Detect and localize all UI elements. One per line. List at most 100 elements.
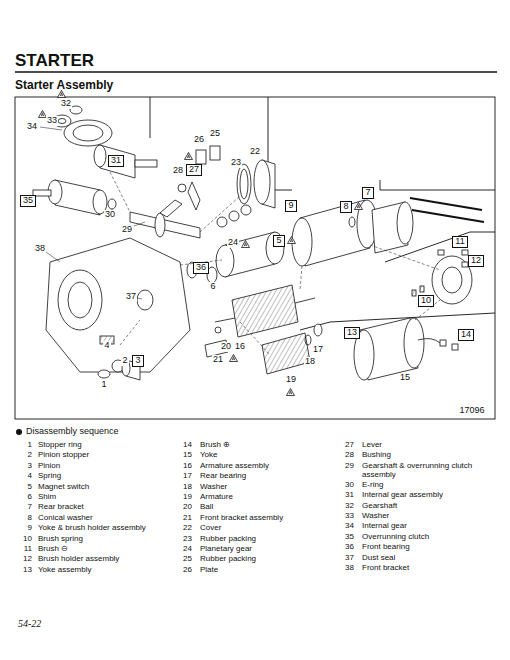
item-name: Stopper ring: [38, 441, 82, 450]
callout-number: 35: [23, 195, 33, 205]
callout-number: 28: [172, 166, 184, 176]
callout-number: 30: [104, 210, 116, 220]
item-name: Shim: [38, 493, 56, 502]
callout-number: 27: [189, 164, 199, 174]
callout-number: 18: [304, 357, 316, 367]
item-name: Planetary gear: [200, 545, 252, 554]
item-number: 31: [340, 491, 354, 500]
item-number: 17: [178, 472, 192, 481]
item-name: Plate: [200, 566, 218, 575]
callout-number: 26: [193, 135, 205, 145]
callout-number: 1: [100, 380, 107, 390]
item-name: Yoke: [200, 451, 218, 460]
item-number: 14: [178, 441, 192, 450]
callout-number: 34: [26, 122, 38, 132]
item-number: 8: [18, 514, 32, 523]
boxed-callout: 3: [132, 355, 143, 367]
item-name: Washer: [200, 483, 227, 492]
item-name: Internal gear assembly: [362, 491, 480, 500]
boxed-callout: 12: [468, 255, 484, 267]
callout-number: 38: [34, 244, 46, 254]
page-title: STARTER: [15, 52, 94, 71]
item-name: Internal gear: [362, 522, 480, 531]
item-number: 13: [18, 566, 32, 575]
item-name: Dust seal: [362, 554, 480, 563]
item-number: 33: [340, 512, 354, 521]
callout-number: 11: [455, 236, 464, 246]
item-name: Armature: [200, 493, 233, 502]
boxed-callout: 8: [340, 201, 351, 213]
item-name: Brush holder assembly: [38, 555, 119, 564]
item-name: Front bearing: [362, 543, 480, 552]
item-name: Brush ⊕: [200, 441, 230, 450]
callout-number: 13: [347, 327, 357, 337]
callout-number: 19: [285, 375, 297, 385]
callout-number: 14: [461, 329, 471, 339]
item-number: 5: [18, 483, 32, 492]
callout-number: 5: [276, 235, 281, 245]
item-number: 20: [178, 503, 192, 512]
item-number: 27: [340, 441, 354, 450]
boxed-callout: 27: [186, 164, 202, 176]
item-number: 15: [178, 451, 192, 460]
item-number: 25: [178, 555, 192, 564]
item-number: 4: [18, 472, 32, 481]
callout-number: 17096: [458, 406, 485, 416]
item-name: Armature assembly: [200, 462, 269, 471]
item-number: 2: [18, 451, 32, 460]
callout-number: 32: [60, 99, 72, 109]
item-name: E-ring: [362, 481, 480, 490]
item-name: Gearshaft: [362, 502, 480, 511]
callout-number: 36: [196, 262, 206, 272]
item-number: 3: [18, 462, 32, 471]
callout-number: 12: [471, 255, 481, 265]
item-name: Rubber packing: [200, 535, 256, 544]
page-number: 54-22: [18, 618, 41, 629]
item-name: Magnet switch: [38, 483, 89, 492]
item-number: 12: [18, 555, 32, 564]
item-number: 34: [340, 522, 354, 531]
item-name: Conical washer: [38, 514, 93, 523]
item-number: 30: [340, 481, 354, 490]
item-number: 24: [178, 545, 192, 554]
boxed-callout: 10: [418, 295, 434, 307]
boxed-callout: 36: [193, 262, 209, 274]
callout-number: 29: [121, 225, 133, 235]
item-number: 32: [340, 502, 354, 511]
item-name: Ball: [200, 503, 213, 512]
callout-number: 10: [421, 295, 431, 305]
item-name: Yoke assembly: [38, 566, 92, 575]
item-number: 9: [18, 524, 32, 533]
item-name: Washer: [362, 512, 480, 521]
item-number: 1: [18, 441, 32, 450]
item-number: 6: [18, 493, 32, 502]
item-number: 23: [178, 535, 192, 544]
callout-number: 4: [103, 341, 110, 351]
callout-number: 24: [227, 238, 239, 248]
boxed-callout: 35: [20, 195, 36, 207]
item-name: Pinion: [38, 462, 60, 471]
item-number: 29: [340, 462, 354, 471]
item-number: 26: [178, 566, 192, 575]
callout-number: 3: [135, 355, 140, 365]
callout-number: 8: [343, 201, 348, 211]
item-number: 10: [18, 535, 32, 544]
item-name: Bushing: [362, 451, 480, 460]
boxed-callout: 31: [108, 155, 124, 167]
item-number: 19: [178, 493, 192, 502]
item-number: 36: [340, 543, 354, 552]
item-name: Yoke & brush holder assembly: [38, 524, 146, 533]
callout-number: 22: [249, 147, 261, 157]
boxed-callout: 13: [344, 327, 360, 339]
item-number: 37: [340, 554, 354, 563]
callout-number: 7: [365, 187, 370, 197]
boxed-callout: 11: [452, 236, 467, 248]
item-number: 35: [340, 533, 354, 542]
item-name: Rear bearing: [200, 472, 246, 481]
callout-number: 23: [230, 158, 242, 168]
boxed-callout: 5: [273, 235, 284, 247]
callout-number: 21: [212, 355, 224, 365]
item-name: Brush spring: [38, 535, 83, 544]
item-number: 11: [18, 545, 32, 554]
callout-number: 6: [209, 282, 216, 292]
